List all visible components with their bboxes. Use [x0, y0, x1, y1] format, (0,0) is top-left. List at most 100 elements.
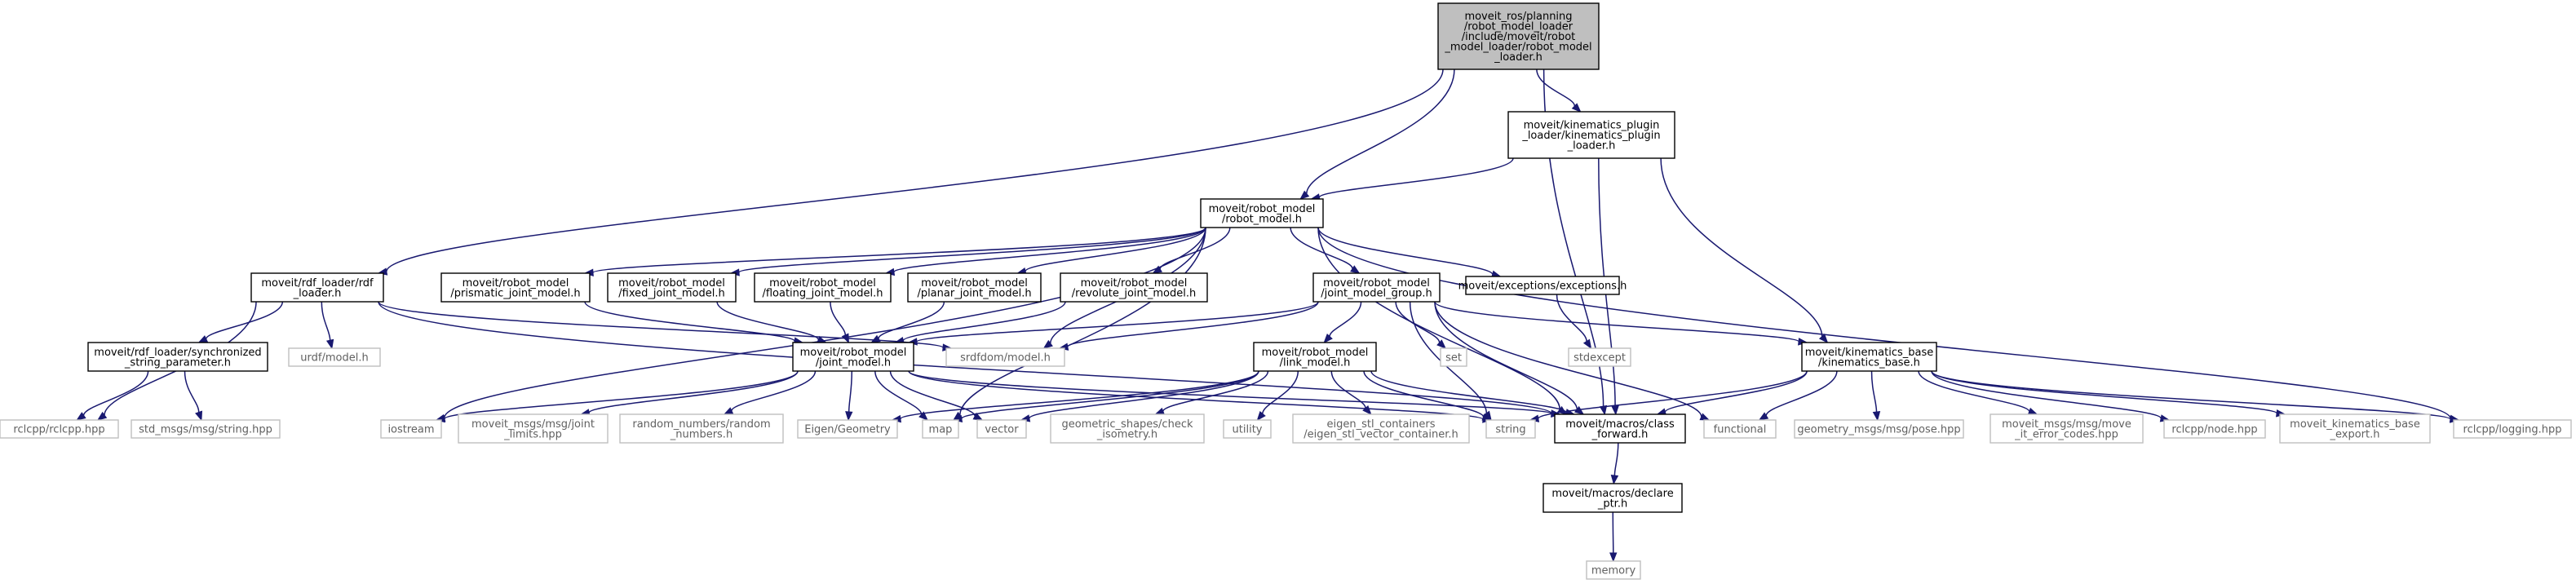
- edge-rdf-loader-to-class-forward: [378, 301, 1552, 414]
- node-box[interactable]: [1312, 272, 1441, 303]
- node-declare-ptr[interactable]: moveit/macros/declare_ptr.h: [1543, 483, 1683, 513]
- node-iostream[interactable]: iostream: [380, 419, 442, 439]
- edge-arrowhead: [195, 410, 203, 422]
- node-box[interactable]: [1050, 413, 1205, 444]
- node-eigen-geometry[interactable]: Eigen/Geometry: [797, 419, 898, 439]
- node-box[interactable]: [1465, 276, 1620, 295]
- node-exceptions[interactable]: moveit/exceptions/exceptions.h: [1458, 276, 1627, 295]
- node-box[interactable]: [754, 272, 892, 303]
- node-memory[interactable]: memory: [1586, 560, 1641, 580]
- node-urdf-model[interactable]: urdf/model.h: [288, 347, 381, 367]
- node-robot-model-loader[interactable]: moveit_ros/planning/robot_model_loader/i…: [1437, 2, 1600, 70]
- node-label-line: /fixed_joint_model.h: [618, 287, 724, 299]
- node-box[interactable]: [0, 419, 119, 439]
- node-link-model[interactable]: moveit/robot_model/link_model.h: [1253, 342, 1377, 372]
- node-box[interactable]: [458, 413, 609, 444]
- edge-link-model-to-check-isometry: [1162, 370, 1269, 413]
- node-prismatic-joint[interactable]: moveit/robot_model/prismatic_joint_model…: [440, 272, 591, 303]
- node-joint-limits[interactable]: moveit_msgs/msg/joint_limits.hpp: [458, 413, 609, 444]
- node-robot-model[interactable]: moveit/robot_model/robot_model.h: [1200, 198, 1324, 228]
- edge-kinematics-base-to-move-it-error-codes: [1918, 370, 2030, 413]
- node-box[interactable]: [1223, 419, 1272, 439]
- node-box[interactable]: [792, 342, 914, 372]
- node-joint-model[interactable]: moveit/robot_model/joint_model.h: [792, 342, 914, 372]
- node-label-line: moveit_ros/planning: [1464, 11, 1572, 23]
- node-box[interactable]: [1060, 272, 1208, 303]
- node-logging[interactable]: rclcpp/logging.hpp: [2453, 419, 2572, 439]
- node-srdfdom-model[interactable]: srdfdom/model.h: [945, 347, 1065, 367]
- edge-arrowhead: [1154, 407, 1166, 415]
- node-box[interactable]: [131, 419, 281, 439]
- node-eigen-stl-vector[interactable]: eigen_stl_containers/eigen_stl_vector_co…: [1292, 413, 1470, 444]
- node-box[interactable]: [619, 413, 784, 444]
- edge-arrowhead: [918, 411, 928, 421]
- node-random-numbers[interactable]: random_numbers/random_numbers.h: [619, 413, 784, 444]
- edge-class-forward-to-declare-ptr: [1613, 442, 1619, 476]
- node-kinematics-plugin-loader[interactable]: moveit/kinematics_plugin_loader/kinemati…: [1507, 111, 1675, 159]
- node-revolute-joint[interactable]: moveit/robot_model/revolute_joint_model.…: [1060, 272, 1208, 303]
- node-vector[interactable]: vector: [976, 419, 1027, 439]
- node-box[interactable]: [87, 342, 268, 372]
- node-label-line: _export.h: [2330, 428, 2380, 440]
- node-box[interactable]: [907, 272, 1042, 303]
- node-label-line: _limits.hpp: [503, 428, 562, 440]
- edge-arrowhead: [1436, 339, 1446, 349]
- node-box[interactable]: [1794, 419, 1964, 439]
- node-box[interactable]: [797, 419, 898, 439]
- node-box[interactable]: [2279, 413, 2431, 444]
- edge-robot-model-to-exceptions: [1317, 227, 1494, 276]
- node-box[interactable]: [1554, 413, 1686, 444]
- node-box[interactable]: [1485, 419, 1536, 439]
- node-kinematics-base-export[interactable]: moveit_kinematics_base_export.h: [2279, 413, 2431, 444]
- node-box[interactable]: [1507, 111, 1675, 159]
- node-string[interactable]: string: [1485, 419, 1536, 439]
- node-box[interactable]: [440, 272, 591, 303]
- node-stdexcept[interactable]: stdexcept: [1568, 347, 1631, 367]
- node-std-msgs-string[interactable]: std_msgs/msg/string.hpp: [131, 419, 281, 439]
- node-box[interactable]: [1440, 347, 1467, 367]
- node-utility[interactable]: utility: [1223, 419, 1272, 439]
- node-kinematics-base[interactable]: moveit/kinematics_base/kinematics_base.h: [1801, 342, 1937, 372]
- node-box[interactable]: [607, 272, 737, 303]
- node-node-hpp[interactable]: rclcpp/node.hpp: [2163, 419, 2266, 439]
- node-box[interactable]: [1703, 419, 1777, 439]
- edge-rdf-loader-to-synchronized-string-parameter: [205, 301, 284, 339]
- node-box[interactable]: [2163, 419, 2266, 439]
- node-functional[interactable]: functional: [1703, 419, 1777, 439]
- node-set[interactable]: set: [1440, 347, 1467, 367]
- node-box[interactable]: [2453, 419, 2572, 439]
- node-label-line: moveit/rdf_loader/synchronized: [94, 347, 261, 359]
- edge-kinematics-base-to-kinematics-base-export: [1931, 370, 2277, 414]
- node-box[interactable]: [1292, 413, 1470, 444]
- node-check-isometry[interactable]: geometric_shapes/check_isometry.h: [1050, 413, 1205, 444]
- node-rclcpp-hpp[interactable]: rclcpp/rclcpp.hpp: [0, 419, 119, 439]
- node-box[interactable]: [1437, 2, 1600, 70]
- node-synchronized-string-parameter[interactable]: moveit/rdf_loader/synchronized_string_pa…: [87, 342, 268, 372]
- node-box[interactable]: [1568, 347, 1631, 367]
- node-map[interactable]: map: [922, 419, 959, 439]
- node-box[interactable]: [288, 347, 381, 367]
- node-box[interactable]: [1200, 198, 1324, 228]
- node-rdf-loader[interactable]: moveit/rdf_loader/rdf_loader.h: [250, 272, 384, 303]
- node-box[interactable]: [1586, 560, 1641, 580]
- node-box[interactable]: [922, 419, 959, 439]
- node-box[interactable]: [945, 347, 1065, 367]
- node-class-forward[interactable]: moveit/macros/class_forward.h: [1554, 413, 1686, 444]
- node-move-it-error-codes[interactable]: moveit_msgs/msg/move_it_error_codes.hpp: [1990, 413, 2144, 444]
- node-box[interactable]: [976, 419, 1027, 439]
- edge-robot-model-to-class-forward: [1317, 227, 1560, 410]
- node-fixed-joint[interactable]: moveit/robot_model/fixed_joint_model.h: [607, 272, 737, 303]
- node-pose[interactable]: geometry_msgs/msg/pose.hpp: [1794, 419, 1964, 439]
- node-label-line: map: [929, 424, 953, 436]
- node-box[interactable]: [380, 419, 442, 439]
- node-box[interactable]: [250, 272, 384, 303]
- edge-synchronized-string-parameter-to-std-msgs-string: [184, 370, 200, 413]
- node-box[interactable]: [1253, 342, 1377, 372]
- node-box[interactable]: [1990, 413, 2144, 444]
- node-joint-model-group[interactable]: moveit/robot_model/joint_model_group.h: [1312, 272, 1441, 303]
- node-box[interactable]: [1801, 342, 1937, 372]
- node-floating-joint[interactable]: moveit/robot_model/floating_joint_model.…: [754, 272, 892, 303]
- node-planar-joint[interactable]: moveit/robot_model/planar_joint_model.h: [907, 272, 1042, 303]
- node-label-line: eigen_stl_containers: [1327, 418, 1436, 431]
- node-box[interactable]: [1543, 483, 1683, 513]
